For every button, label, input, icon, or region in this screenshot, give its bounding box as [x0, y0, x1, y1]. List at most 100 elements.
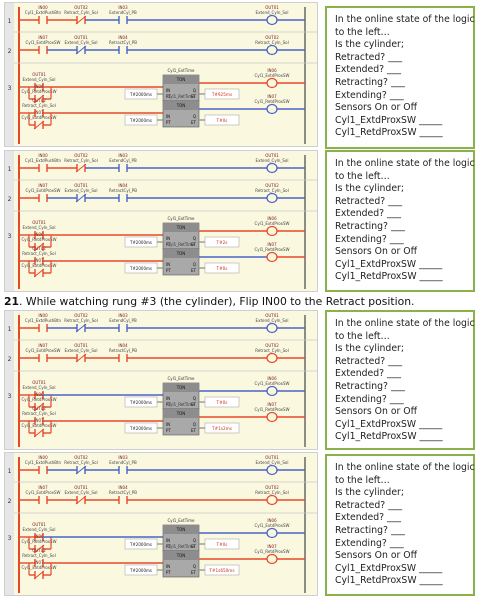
rung-number: 3	[8, 535, 12, 542]
timer-header	[163, 75, 199, 84]
timer-header	[163, 383, 199, 392]
coil	[266, 464, 278, 476]
coil-tag: OUT02	[265, 35, 279, 40]
rung-gutter	[5, 151, 14, 291]
q3-line: Extending? ___	[335, 393, 404, 405]
contact-slash	[75, 15, 87, 25]
q3-line: Sensors On or Off	[335, 406, 418, 418]
question-box-2: In the online state of the logic to the …	[325, 150, 475, 292]
coil-desc: Cyl1_RetdProxSW	[254, 247, 289, 252]
timer-pin: IN	[166, 422, 170, 427]
q1-line: Retracted? ___	[335, 51, 403, 63]
contact-desc: Cyl1_ExtdPushBtn	[25, 158, 62, 163]
contact-desc: Retract_Cyln_Sol	[22, 553, 55, 558]
contact-desc: Retract_Cyln_Sol	[22, 251, 55, 256]
q1-line: to the left…	[335, 26, 390, 38]
coil-desc: Retract_Cyln_Sol	[255, 348, 288, 353]
rung-gutter	[5, 3, 14, 146]
coil-desc: Retract_Cyln_Sol	[255, 40, 288, 45]
rung-number: 3	[8, 393, 12, 400]
contact-tag: IN03	[118, 313, 128, 318]
contact-tag: IN06	[34, 534, 44, 539]
contact-tag: OUT02	[32, 246, 46, 251]
timer-pin: IN	[166, 564, 170, 569]
timer-pin: Q	[193, 114, 196, 119]
rung-number: 3	[8, 85, 12, 92]
q2-line: Cyl1_ExtdProxSW _____	[335, 258, 443, 270]
timer-preset: T#2000ms	[129, 400, 152, 405]
coil-tag: IN06	[267, 376, 277, 381]
timer-elapsed: T#0s	[216, 400, 228, 405]
timer-preset: T#2000ms	[129, 266, 152, 271]
q1-line: Is the cylinder;	[335, 39, 405, 51]
q4-line: Extended? ___	[335, 512, 401, 524]
timer-pin: IN	[166, 262, 170, 267]
coil-desc: Retract_Cyln_Sol	[255, 188, 288, 193]
contact-desc: Retract_Cyln_Sol	[64, 318, 97, 323]
contact-tag: OUT01	[32, 522, 46, 527]
coil-desc: Retract_Cyln_Sol	[255, 490, 288, 495]
contact-desc: Cyl1_ExtdProxSW	[22, 263, 57, 268]
contact-tag: OUT02	[74, 455, 88, 460]
contact-tag: OUT02	[32, 98, 46, 103]
contact-tag: IN07	[34, 560, 44, 565]
timer-pin: PT	[166, 570, 171, 575]
coil-tag: IN06	[267, 518, 277, 523]
contact-slash	[75, 353, 87, 363]
contact-desc: RetractCyl_PB	[109, 490, 137, 495]
q4-line: Extending? ___	[335, 537, 404, 549]
contact-tag: OUT02	[74, 153, 88, 158]
contact-tag: IN07	[38, 35, 48, 40]
rung-number: 2	[8, 356, 12, 363]
timer-pin: PT	[166, 94, 171, 99]
coil-tag: IN07	[267, 544, 277, 549]
contact-desc: ExtendCyl_PB	[109, 158, 137, 163]
timer-type: TON	[176, 77, 186, 82]
rung-number: 3	[8, 233, 12, 240]
q4-line: to the left…	[335, 474, 390, 486]
q4-line: Is the cylinder;	[335, 487, 405, 499]
timer-elapsed: T#925ms	[211, 92, 232, 97]
q1-line: Extended? ___	[335, 64, 401, 76]
contact-tag: OUT02	[74, 5, 88, 10]
contact-tag: OUT01	[74, 485, 88, 490]
contact-desc: ExtendCyl_PB	[109, 460, 137, 465]
contact-desc: Cyl1_ExtdPushBtn	[25, 318, 62, 323]
contact-desc: RetractCyl_PB	[109, 40, 137, 45]
q4-line: Retracted? ___	[335, 499, 403, 511]
coil-desc: Cyl1_ExtdProxSW	[255, 73, 290, 78]
contact-desc: Extend_Cyln_Sol	[23, 527, 56, 532]
contact-tag: IN03	[118, 153, 128, 158]
coil-tag: OUT02	[265, 183, 279, 188]
rung-number: 2	[8, 48, 12, 55]
q4-line: In the online state of the logic	[335, 462, 475, 473]
coil-tag: IN07	[267, 242, 277, 247]
contact-tag: IN03	[118, 5, 128, 10]
rung-number: 2	[8, 196, 12, 203]
contact-desc: ExtendCyl_PB	[109, 10, 137, 15]
q3-line: Retracting? ___	[335, 380, 405, 392]
timer-elapsed: T#2s	[216, 240, 228, 245]
contact-tag: OUT01	[32, 380, 46, 385]
coil	[266, 192, 278, 204]
timer-title: Cyl1_RetTime	[167, 94, 195, 99]
ladder-diagram-3: 1IN00Cyl1_ExtdPushBtnOUT02Retract_Cyln_S…	[5, 311, 317, 449]
q1-line: Sensors On or Off	[335, 102, 418, 114]
q1-line: Cyl1_RetdProxSW _____	[335, 127, 443, 139]
timer-type: TON	[176, 527, 186, 532]
coil	[266, 411, 278, 423]
contact-tag: OUT01	[32, 72, 46, 77]
contact-tag: IN07	[34, 418, 44, 423]
contact-desc: ExtendCyl_PB	[109, 318, 137, 323]
contact-tag: IN00	[38, 313, 48, 318]
contact-tag: OUT02	[74, 313, 88, 318]
contact-desc: Extend_Cyln_Sol	[23, 385, 56, 390]
timer-header	[163, 409, 199, 418]
timer-pin: PT	[166, 544, 171, 549]
timer-pin: ET	[191, 544, 197, 549]
q3-line: Extended? ___	[335, 368, 401, 380]
timer-elapsed: T#1s2ms	[211, 426, 232, 431]
